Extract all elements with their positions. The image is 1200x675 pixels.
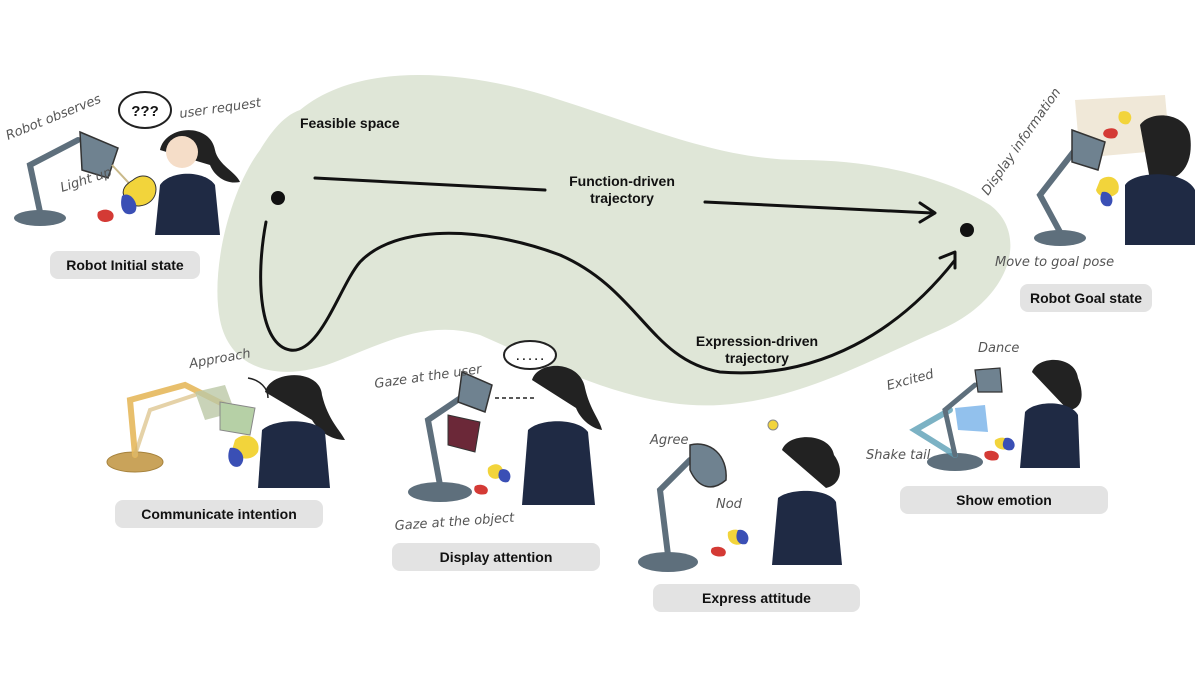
lamp-base [14,210,66,226]
lightbulb-icon [767,419,779,431]
function-driven-label-2: trajectory [590,190,654,206]
robot-goal-state-label: Robot Goal state [1020,284,1152,312]
gaze-object-label: Gaze at the object [394,511,515,534]
toy-blue [736,529,749,545]
start-point [271,191,285,205]
projected-red [1103,128,1118,139]
expression-driven-label-1: Expression-driven [696,333,818,349]
toy-red [984,450,999,461]
user-hair [532,365,602,430]
function-driven-label-1: Function-driven [569,173,675,189]
toy-red [474,484,488,495]
feasible-space-label: Feasible space [300,115,400,131]
toy-blue [228,447,244,467]
user-head [166,136,198,168]
lamp-base [1034,230,1086,246]
express-attitude-label: Express attitude [653,584,860,612]
user-body [1125,174,1195,245]
function-driven-arrow-a [313,176,547,192]
lamp-arm [424,392,468,488]
scene-show-emotion: Excited Dance Shake tail [866,341,1082,471]
lamp-head [79,130,119,179]
toy-blue [121,194,137,215]
lamp-base [408,482,472,502]
lamp-base [638,552,698,572]
projected-yellow [1118,111,1132,125]
speech-text: ??? [131,103,159,120]
lamp-head [1071,128,1106,171]
expression-driven-arrowhead [938,250,957,270]
excited-label: Excited [885,367,936,394]
user-hair [265,375,345,440]
lamp-head-blur [955,405,988,432]
function-driven-arrow-b [703,200,934,215]
lamp-arm [1036,147,1078,235]
feasible-space-region [217,75,1011,406]
move-to-goal-label: Move to goal pose [995,255,1114,270]
nod-label: Nod [716,497,743,512]
speech-bubble [118,91,172,129]
dance-label: Dance [978,341,1019,356]
toy-blue [1100,191,1113,207]
lamp-head [457,370,493,413]
lamp-arm [26,137,81,215]
lamp-head [219,401,256,436]
agree-label: Agree [649,433,689,448]
scene-communicate-intention: Approach [106,346,345,488]
shake-tail-label: Shake tail [866,448,931,463]
user-body [772,490,842,565]
display-attention-label: Display attention [392,543,600,571]
lamp-head-alt [447,414,481,453]
lamp-base [927,453,983,471]
user-request-label: user request [178,96,262,122]
approach-label: Approach [187,346,252,372]
lamp-arm [656,457,693,558]
user-body [1020,403,1080,468]
scene-initial-state: ??? Robot observes user request Light up [4,91,263,235]
speech-bubble [503,340,557,370]
scene-goal-state: Display information Move to goal pose [979,85,1195,270]
lamp-arm-blur [909,407,958,458]
toy-object [1096,176,1119,198]
scene-display-attention: . . . . . Gaze at the user Gaze at the o… [373,340,602,534]
lamp-head [974,367,1003,393]
user-hair [782,437,840,488]
expression-driven-curve [259,220,957,375]
lamp-head [689,443,727,488]
communicate-intention-label: Communicate intention [115,500,323,528]
lamp-arm-ghost-2 [133,393,197,457]
scene-express-attitude: Agree Nod [638,419,842,572]
toy-red [710,546,726,557]
goal-point [960,223,974,237]
user-hair [1140,115,1191,181]
toy-blue [498,469,511,483]
toy-red [97,209,114,223]
robot-initial-state-label: Robot Initial state [50,251,200,279]
user-hair [1032,359,1082,410]
approach-arrow [247,377,269,399]
speech-text: . . . . . [516,351,544,363]
user-body [522,421,595,505]
lamp-arm [942,382,978,458]
toy-blue [1002,437,1015,451]
user-body [258,421,330,488]
expression-driven-label-2: trajectory [725,350,789,366]
user-body [155,173,220,235]
show-emotion-label: Show emotion [900,486,1108,514]
function-driven-arrowhead [918,201,937,224]
